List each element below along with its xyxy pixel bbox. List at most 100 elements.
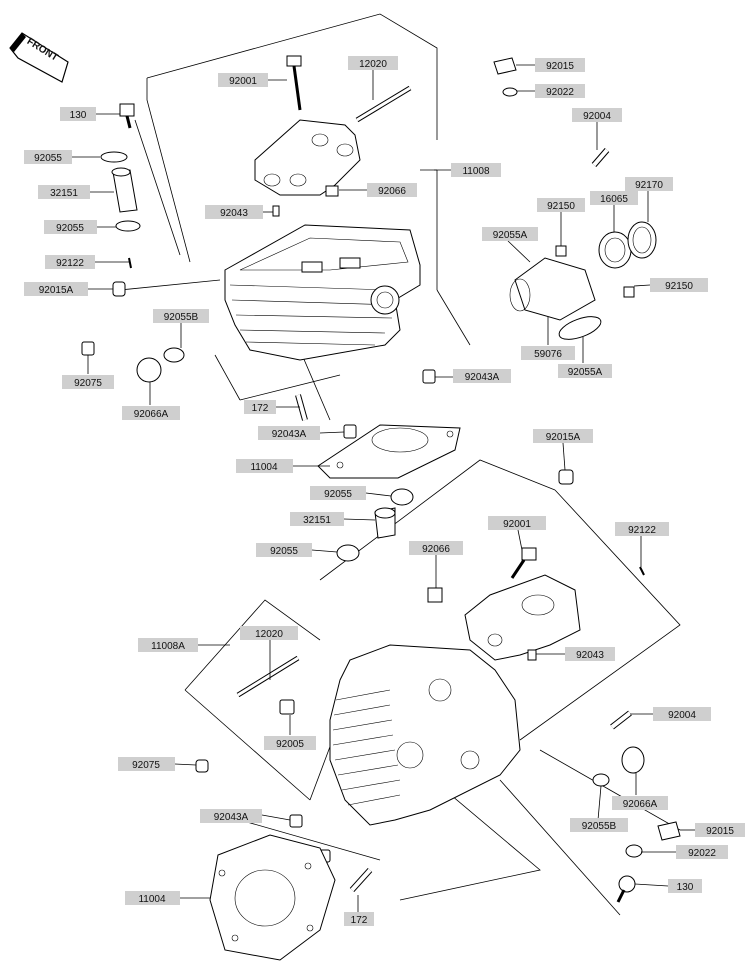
callout-172-lower: 172 [344,912,374,926]
upper-dowel-92015A [112,281,126,297]
lower-plug-92075 [195,759,209,773]
svg-text:92075: 92075 [132,760,160,771]
callout-59076: 59076 [521,346,575,360]
lower-cap-92015 [657,821,681,841]
middle-oring-92055-b [336,544,360,562]
svg-text:92075: 92075 [74,378,102,389]
upper-frame-lines [119,13,471,421]
svg-text:92150: 92150 [547,201,575,212]
upper-gasket-92055A [558,316,602,340]
lower-stud-172 [349,867,373,893]
lower-pin-92122 [639,566,645,576]
upper-rocker-holder [254,119,361,196]
upper-bolt-92150-a [555,245,567,257]
callout-92005: 92005 [264,736,316,750]
svg-text:92043A: 92043A [214,812,249,823]
lower-plug-92005 [279,699,295,715]
callout-130-lower: 130 [668,879,702,893]
upper-pin-12020 [355,85,412,123]
lower-pin-92043 [527,649,537,661]
callout-92043A-upper-a: 92043A [453,369,511,383]
svg-text:92043: 92043 [220,208,248,219]
callout-92043-lower: 92043 [565,647,615,661]
upper-cylinder-head [224,224,421,361]
callout-16065: 16065 [590,191,638,205]
callout-92066-upper: 92066 [367,183,417,197]
svg-text:92015A: 92015A [39,285,74,296]
lower-dowel-92015A [558,469,574,485]
svg-text:92066A: 92066A [134,409,169,420]
svg-text:11008: 11008 [462,166,490,177]
upper-plug-92066 [325,185,339,197]
callout-92001-lower: 92001 [488,516,546,530]
callout-92055-middle-b: 92055 [256,543,312,557]
svg-text:59076: 59076 [534,349,562,360]
upper-cap-92066A [136,357,162,383]
upper-joint-16065 [598,231,632,269]
callout-labels: 92001 12020 92015 92022 130 92004 92055 [24,56,745,926]
upper-bolt-130 [119,103,135,129]
svg-text:172: 172 [351,915,368,926]
upper-pin-92043 [272,205,280,217]
upper-oring-92055B [163,347,185,363]
callout-92001-upper: 92001 [218,73,268,87]
callout-92150-upper-b: 92150 [650,278,708,292]
callout-92150-upper-a: 92150 [537,198,585,212]
upper-bolt-92001 [286,55,302,111]
svg-text:92022: 92022 [546,87,574,98]
callout-92066A-upper: 92066A [122,406,180,420]
front-direction-badge: FRONT [9,32,69,83]
callout-92075-lower: 92075 [118,757,175,771]
callout-92066-lower: 92066 [409,541,463,555]
lower-plug-92066 [427,587,443,603]
svg-text:11004: 11004 [250,462,278,473]
svg-text:130: 130 [70,110,87,121]
callout-92015-lower: 92015 [695,823,745,837]
svg-text:92055A: 92055A [493,230,528,241]
svg-text:92015: 92015 [706,826,734,837]
lower-pin-12020 [236,655,300,698]
callout-12020-lower: 12020 [240,626,298,640]
lower-dowel-92043A-a [289,814,303,828]
svg-text:92001: 92001 [229,76,257,87]
middle-tube-32151 [374,507,396,539]
callout-172-upper: 172 [244,400,276,414]
callout-92055-upper-b: 92055 [44,220,97,234]
svg-text:12020: 12020 [359,59,387,70]
callout-92055B-lower: 92055B [570,818,628,832]
svg-text:92170: 92170 [635,180,663,191]
lower-cylinder-head [329,644,521,826]
svg-text:92004: 92004 [583,111,611,122]
svg-text:92015: 92015 [546,61,574,72]
svg-text:92055: 92055 [270,546,298,557]
svg-text:92055: 92055 [34,153,62,164]
callout-11008A: 11008A [138,638,198,652]
lower-rocker-holder [464,574,581,661]
svg-text:92066A: 92066A [623,799,658,810]
svg-text:92055A: 92055A [568,367,603,378]
upper-intake-92055A [509,257,596,321]
svg-text:32151: 32151 [303,515,331,526]
svg-text:92001: 92001 [503,519,531,530]
upper-bolt-92150-b [623,286,635,298]
callout-12020-upper: 12020 [348,56,398,70]
svg-text:16065: 16065 [600,194,628,205]
callout-92015A-lower: 92015A [533,429,593,443]
svg-text:92066: 92066 [378,186,406,197]
callout-92075-upper: 92075 [62,375,114,389]
callout-92055A-upper-b: 92055A [558,364,612,378]
svg-text:92055B: 92055B [582,821,617,832]
svg-text:92004: 92004 [668,710,696,721]
callout-92122-lower: 92122 [615,522,669,536]
svg-text:11008A: 11008A [151,641,185,652]
upper-washer-92022 [502,87,518,97]
callout-92004-lower: 92004 [653,707,711,721]
callout-92043A-lower: 92043A [200,809,262,823]
middle-oring-92055-a [390,488,414,506]
callout-11004-upper: 11004 [236,459,293,473]
upper-tube-32151 [111,167,138,213]
svg-text:92066: 92066 [422,544,450,555]
lower-stud-92004 [610,710,632,730]
callout-92043-upper: 92043 [205,205,263,219]
lower-cap-92066A [621,746,645,774]
